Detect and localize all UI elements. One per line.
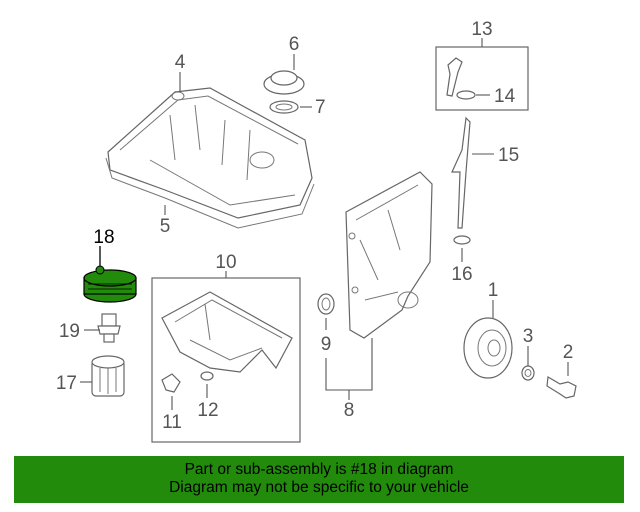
callout-9: 9 xyxy=(321,334,332,355)
callout-17: 17 xyxy=(56,373,77,394)
callout-16: 16 xyxy=(451,264,472,285)
callout-12: 12 xyxy=(197,400,218,421)
callout-7: 7 xyxy=(315,97,326,118)
front-crankshaft-seal[interactable] xyxy=(317,293,335,315)
oil-filter[interactable] xyxy=(91,355,125,397)
oil-cooler-highlighted[interactable] xyxy=(83,265,137,303)
callout-19: 19 xyxy=(59,321,80,342)
callout-14: 14 xyxy=(494,86,516,107)
callout-18: 18 xyxy=(93,227,114,248)
oil-filler-cap-seal[interactable] xyxy=(269,100,299,114)
banner-line-part: Part or sub-assembly is #18 in diagram xyxy=(184,461,454,478)
oil-dipstick-handle[interactable] xyxy=(446,57,463,97)
valve-cover-gasket[interactable] xyxy=(105,157,315,229)
oil-dipstick-tube[interactable] xyxy=(451,116,471,229)
valve-cover[interactable] xyxy=(107,87,313,219)
oil-pan[interactable] xyxy=(161,291,293,373)
exploded-parts-diagram: 4 6 7 13 14 15 16 5 10 1 3 2 9 8 11 12 1… xyxy=(56,19,577,443)
crankshaft-washer[interactable] xyxy=(521,365,535,381)
callout-1: 1 xyxy=(488,280,499,301)
drain-plug-gasket[interactable] xyxy=(200,371,214,381)
diagram-notice-banner: Part or sub-assembly is #18 in diagram D… xyxy=(14,456,624,503)
callout-10: 10 xyxy=(215,252,236,273)
callout-8: 8 xyxy=(344,400,355,421)
callout-2: 2 xyxy=(563,342,574,363)
oil-drain-plug[interactable] xyxy=(161,373,181,393)
timing-chain-cover[interactable] xyxy=(345,171,433,339)
callout-3: 3 xyxy=(523,326,534,347)
callout-11: 11 xyxy=(162,412,182,433)
callout-4: 4 xyxy=(175,52,186,73)
callout-13: 13 xyxy=(471,19,492,40)
callout-15: 15 xyxy=(498,145,519,166)
crankshaft-pulley[interactable] xyxy=(463,317,513,379)
dipstick-o-ring[interactable] xyxy=(456,90,476,100)
leader-lines xyxy=(80,38,569,410)
callout-6: 6 xyxy=(289,34,300,55)
oil-pressure-switch[interactable] xyxy=(97,313,121,343)
crankshaft-pulley-bolt[interactable] xyxy=(546,376,577,399)
dipstick-tube-seal[interactable] xyxy=(453,235,471,245)
callout-5: 5 xyxy=(160,216,171,237)
banner-line-disclaimer: Diagram may not be specific to your vehi… xyxy=(169,479,469,496)
oil-filler-cap[interactable] xyxy=(263,70,305,95)
